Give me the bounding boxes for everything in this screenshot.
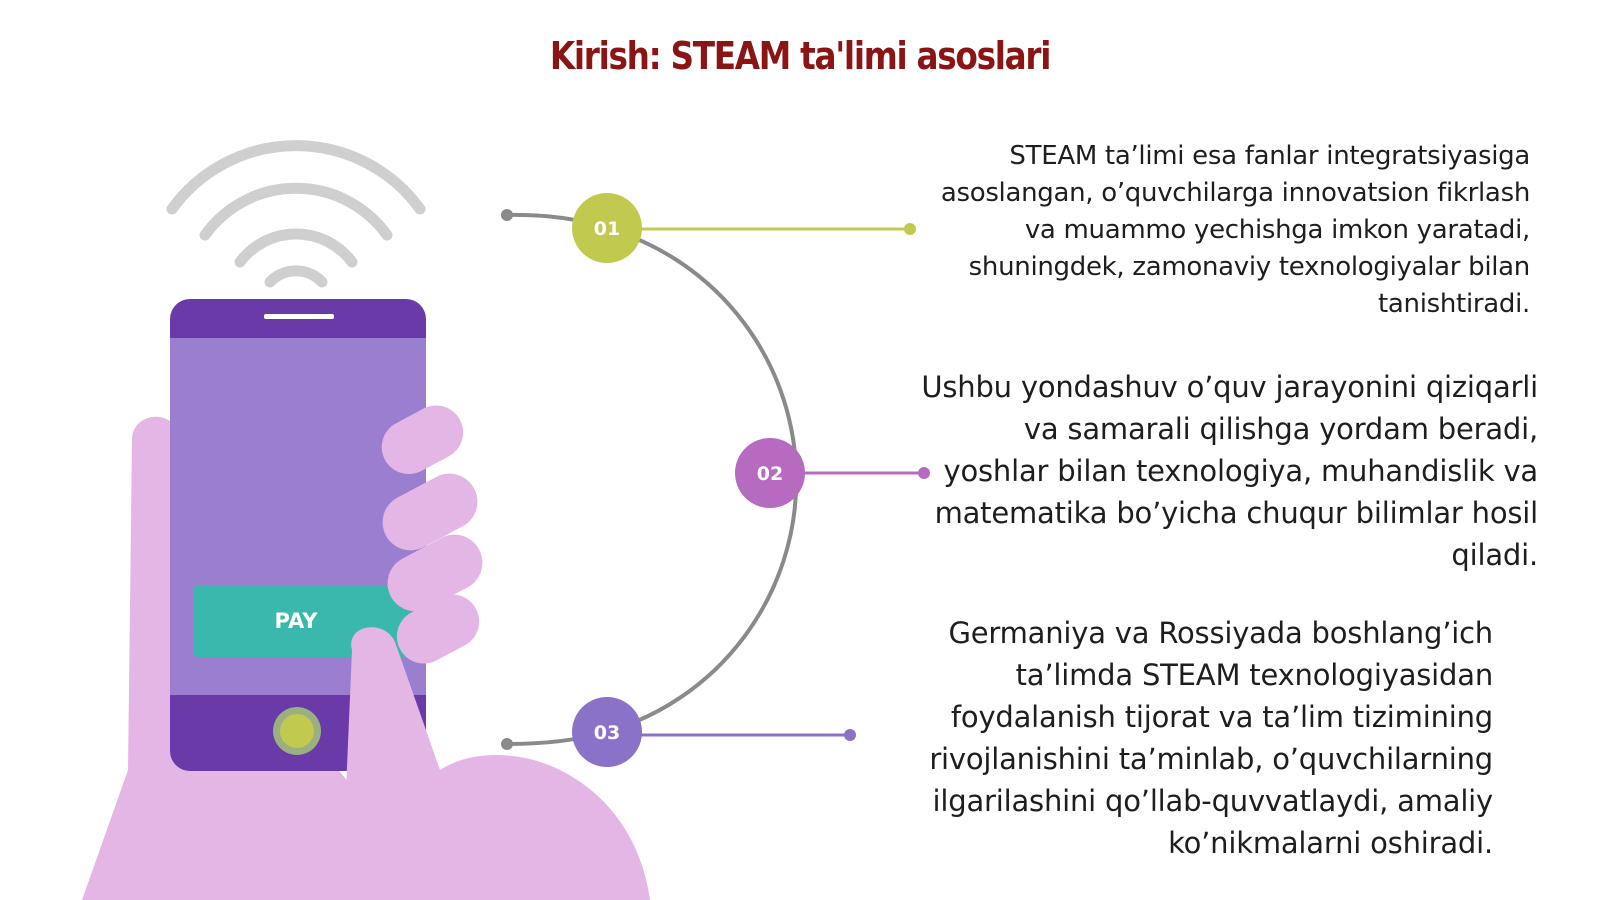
step-node-02: 02 <box>735 438 805 508</box>
connector-dot-03 <box>844 729 856 741</box>
step-number-01: 01 <box>594 218 620 240</box>
step-text-01: STEAM ta’limi esa fanlar integratsiyasig… <box>940 141 1530 319</box>
slide-title: Kirish: STEAM ta'limi asoslari <box>549 34 1052 78</box>
arc-endpoint <box>501 738 513 750</box>
step-text-03: Germaniya va Rossiyada boshlang’ich ta’l… <box>929 616 1493 860</box>
pay-button-label: PAY <box>275 609 319 633</box>
connector-dot-02 <box>918 467 930 479</box>
arc-endpoint <box>501 209 513 221</box>
wifi-icon <box>166 140 426 288</box>
step-text-02: Ushbu yondashuv o’quv jarayonini qiziqar… <box>921 370 1538 572</box>
step-number-02: 02 <box>757 463 783 485</box>
connector-dot-01 <box>904 223 916 235</box>
step-number-03: 03 <box>594 722 620 744</box>
step-node-01: 01 <box>572 193 642 263</box>
fingers <box>325 405 650 900</box>
hand-icon <box>82 416 400 900</box>
step-node-03: 03 <box>572 697 642 767</box>
